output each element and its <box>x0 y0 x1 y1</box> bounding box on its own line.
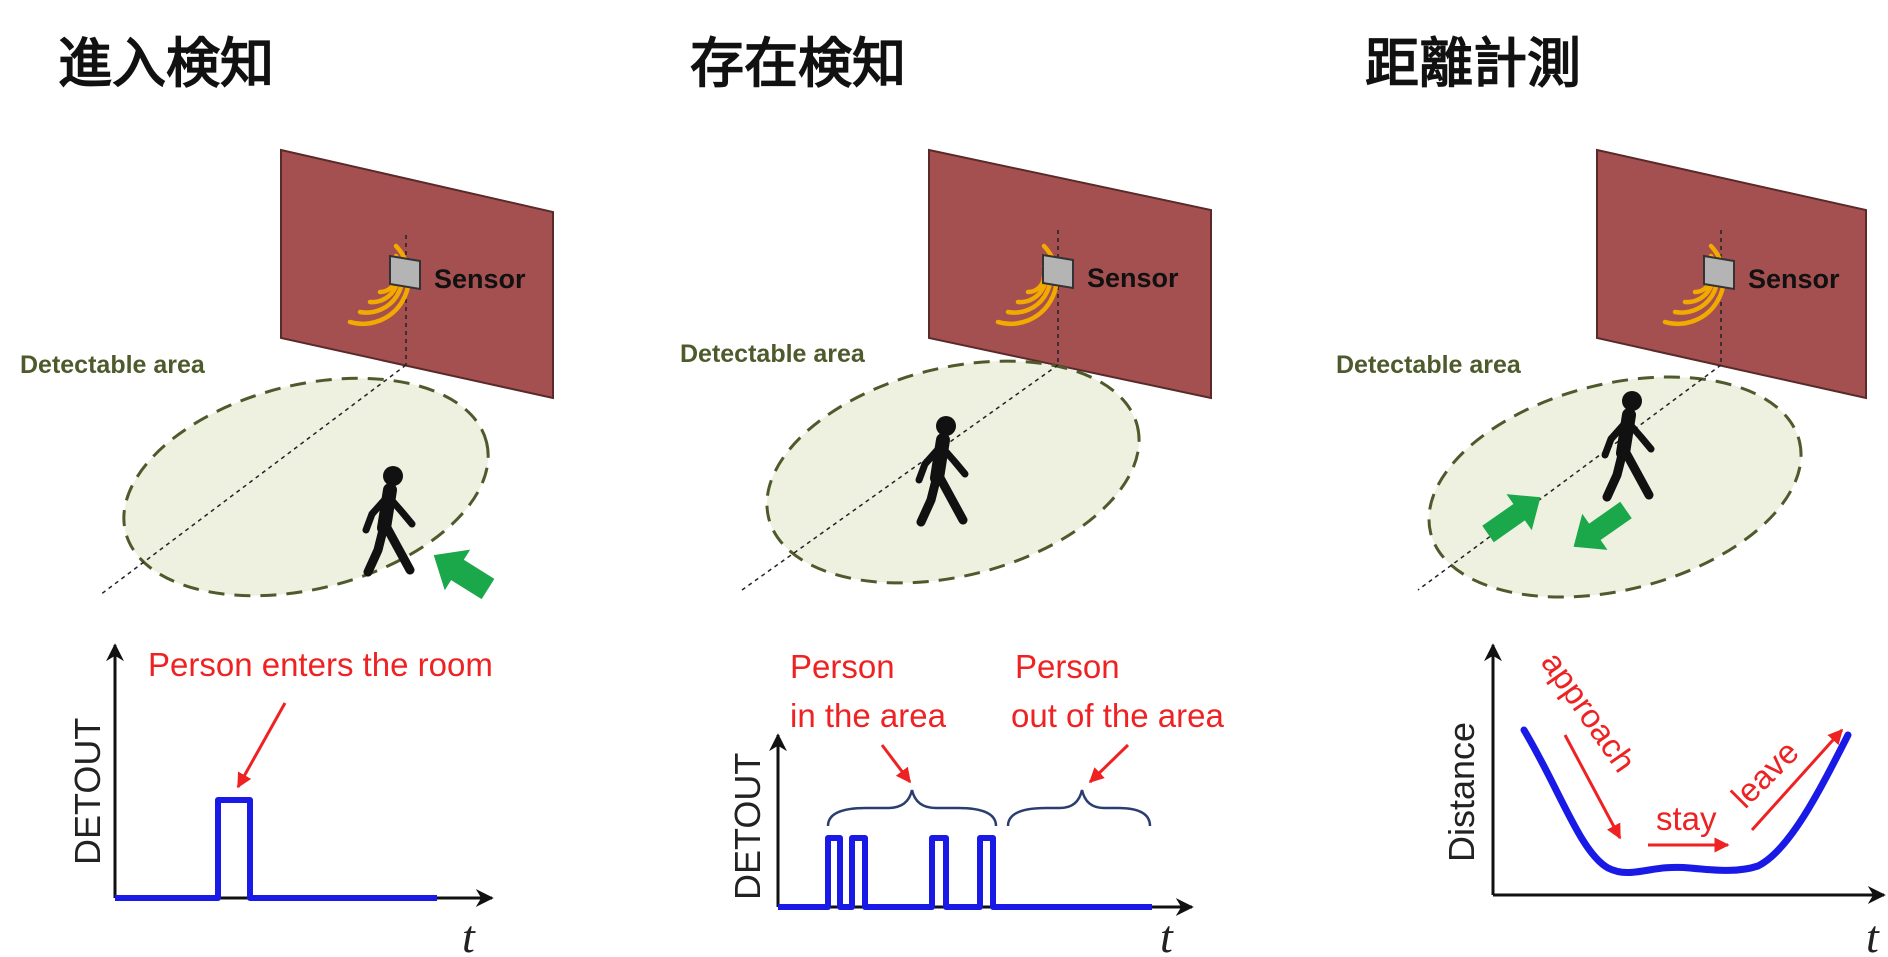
y-axis-label: DETOUT <box>727 753 768 900</box>
t-axis-label: t <box>1160 911 1174 957</box>
ground-projection-line <box>741 364 1059 591</box>
t-axis-label: t <box>462 911 476 957</box>
detout-signal-line <box>115 797 437 901</box>
sensor-icon <box>1703 254 1735 291</box>
brace-in-area <box>826 789 998 827</box>
approach-arrow-icon <box>1482 494 1541 543</box>
ground-projection-line <box>1417 364 1722 591</box>
annotation-stay: stay <box>1656 800 1717 837</box>
annotation-approach: approach <box>1534 645 1643 779</box>
t-axis-label: t <box>1866 911 1880 957</box>
annotation-arrow-in <box>880 744 912 784</box>
detectable-area-ellipse <box>122 376 490 598</box>
annotation-arrow-out <box>1088 743 1130 784</box>
detectable-area-label: Detectable area <box>680 340 866 368</box>
y-axis-label: DETOUT <box>67 718 108 865</box>
detout-signal-line <box>778 835 1152 910</box>
leave-arrow-icon <box>1573 501 1632 550</box>
arrow-approach <box>1563 734 1622 840</box>
annotation-out-line-1: Person <box>1015 648 1120 685</box>
arrow-leave <box>1750 728 1844 832</box>
sensor-icon <box>389 254 421 291</box>
detectable-area-label: Detectable area <box>1336 351 1522 379</box>
detectable-area-label: Detectable area <box>20 351 206 379</box>
annotation-leave: leave <box>1724 733 1806 815</box>
scene: Sensor Detectable area <box>20 148 554 600</box>
annotation-arrow <box>236 702 287 789</box>
sensor-label: Sensor <box>1087 263 1179 293</box>
sensor-label: Sensor <box>1748 264 1840 294</box>
annotation-out-line-2: out of the area <box>1011 697 1224 734</box>
annotation-in-line-2: in the area <box>790 697 947 734</box>
distance-graph: Distance t approach stay leave <box>1441 643 1886 957</box>
sensor-label: Sensor <box>434 264 526 294</box>
annotation-in-line-1: Person <box>790 648 895 685</box>
scene: Sensor Detectable area <box>680 148 1212 591</box>
brace-out-of-area <box>1006 789 1152 827</box>
detectable-area-ellipse <box>765 359 1141 585</box>
y-axis-label: Distance <box>1441 722 1482 862</box>
detout-graph: DETOUT t Person in the area Person out o… <box>727 648 1224 957</box>
detout-graph: DETOUT t Person enters the room <box>67 643 494 957</box>
scene: Sensor Detectable area <box>1336 148 1867 599</box>
distance-curve <box>1520 726 1852 877</box>
panel-title: 距離計測 <box>1365 32 1581 95</box>
annotation-enter: Person enters the room <box>148 646 493 683</box>
panel-entry-detection: 進入検知 Sensor Detectable area DETOUT t <box>20 32 554 957</box>
panel-presence-detection: 存在検知 Sensor Detectable area DETOUT t <box>680 32 1224 957</box>
entering-arrow-icon <box>433 549 495 600</box>
sensor-icon <box>1042 253 1074 290</box>
panel-distance-measurement: 距離計測 Sensor Detectable area Distance t <box>1336 32 1886 957</box>
panel-title: 存在検知 <box>690 32 906 95</box>
panel-title: 進入検知 <box>58 32 274 95</box>
